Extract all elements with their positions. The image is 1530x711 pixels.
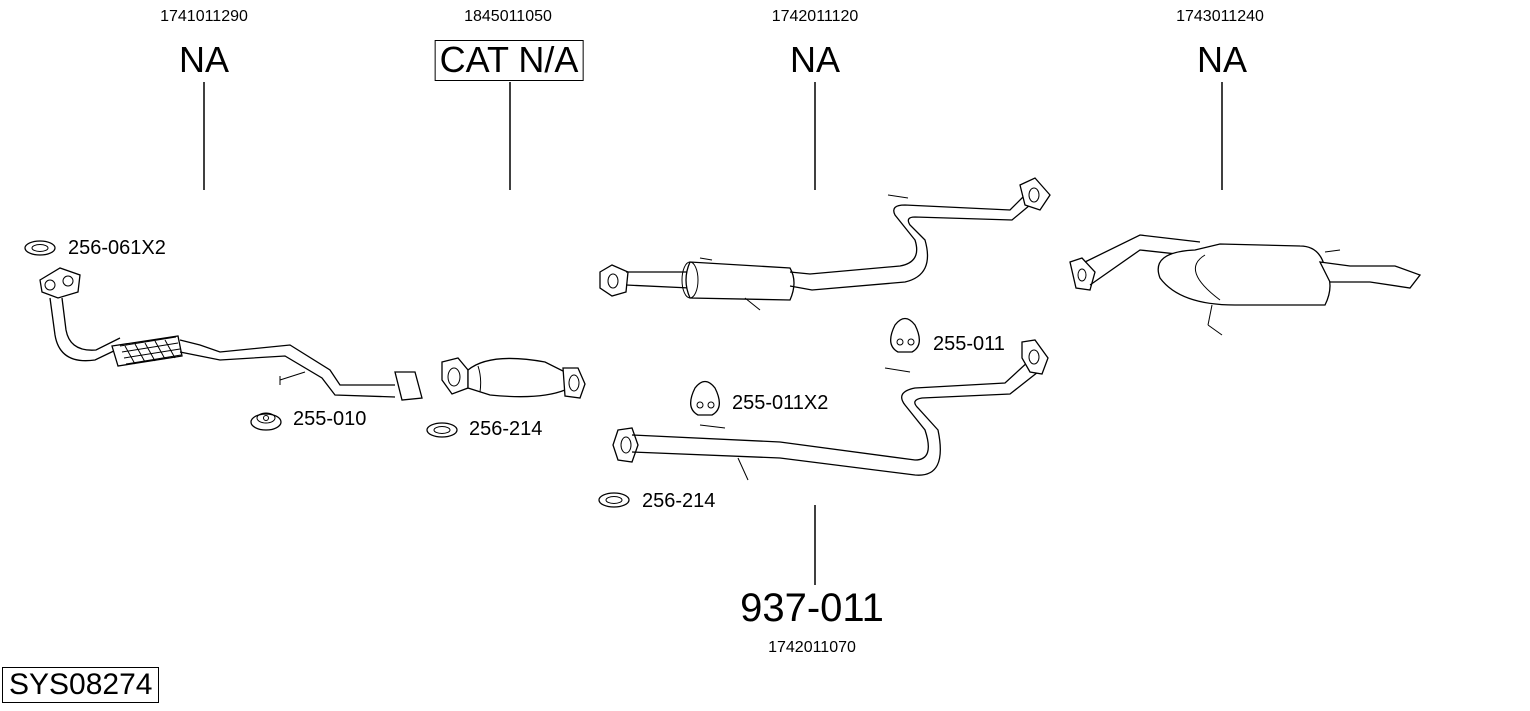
rubber-hanger-icon: [690, 380, 720, 416]
code-rear-muffler: NA: [1196, 39, 1248, 80]
center-muffler-drawing: [599, 177, 1051, 311]
accessory-label: 256-214: [469, 418, 543, 440]
code-middle-pipe: 937-011: [740, 586, 884, 630]
accessory-label: 255-011X2: [732, 392, 829, 414]
front-pipe-drawing: [39, 267, 423, 401]
part-number-catalyst: 1845011050: [464, 8, 552, 25]
rubber-mount-icon: [250, 412, 282, 431]
accessory-label: 255-011: [933, 333, 1005, 355]
part-number-front-pipe: 1741011290: [160, 8, 248, 25]
part-number-center-muffler: 1742011120: [771, 8, 859, 25]
code-front-pipe: NA: [178, 39, 230, 80]
rubber-hanger-icon: [890, 317, 920, 353]
code-catalyst: CAT N/A: [434, 40, 584, 81]
accessory-label: 256-061X2: [68, 237, 166, 259]
part-number-rear-muffler: 1743011240: [1176, 8, 1264, 25]
gasket-ring-icon: [24, 240, 56, 256]
middle-pipe-drawing: [612, 339, 1049, 481]
gasket-ring-icon: [598, 492, 630, 508]
gasket-ring-icon: [426, 422, 458, 438]
rear-muffler-drawing: [1069, 234, 1422, 336]
accessory-label: 255-010: [293, 408, 367, 430]
catalyst-drawing: [441, 357, 586, 399]
code-center-muffler: NA: [789, 39, 841, 80]
part-number-middle-pipe: 1742011070: [768, 639, 856, 656]
diagram-id-label: SYS08274: [2, 667, 160, 703]
accessory-label: 256-214: [642, 490, 716, 512]
